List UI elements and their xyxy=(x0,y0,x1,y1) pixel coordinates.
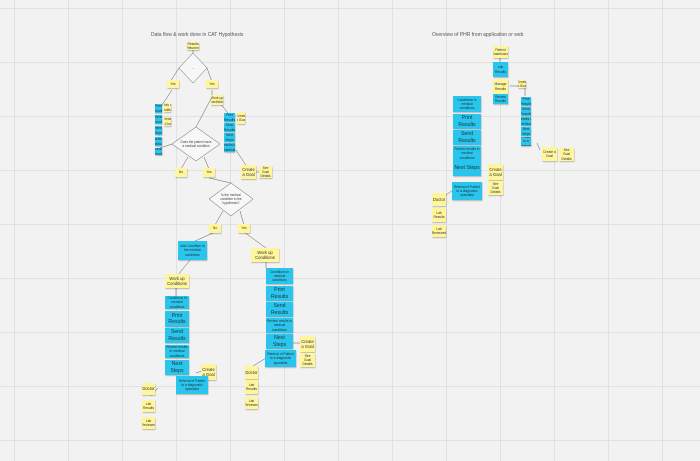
create-goal-note-1[interactable]: Create a Goal xyxy=(241,165,256,179)
phr-send-results-note[interactable]: Send Results xyxy=(453,130,481,145)
right-review-note[interactable]: Review results in medical conditions xyxy=(266,318,293,333)
phr-reviewed-note[interactable]: Lab Reviewed xyxy=(432,225,446,237)
right-flow-title: Overview of PHR from application or web xyxy=(432,32,524,38)
right-reviewed-note[interactable]: Lab Reviewed xyxy=(245,397,258,409)
left-small-blue-2[interactable]: Send Results xyxy=(155,115,162,124)
right-small-blue-3[interactable]: Next Steps xyxy=(224,133,235,142)
left-lab-results-note[interactable]: Lab Results xyxy=(142,400,155,412)
right-print-results-note[interactable]: Print Results xyxy=(266,286,293,301)
decision-diamond-2 xyxy=(171,126,221,162)
phr-review-results-note[interactable]: Review Results xyxy=(493,94,508,104)
phr-col-blue-2[interactable]: Send Results xyxy=(521,107,531,116)
left-print-results-note[interactable]: Print Results xyxy=(165,311,189,327)
right-referral-note[interactable]: Referral of Patient to a diagnostic spec… xyxy=(265,350,296,367)
phr-create-goal-note[interactable]: Create a Goal xyxy=(488,164,503,180)
decision-2-text: Does the patient have a medical conditio… xyxy=(180,140,212,148)
phr-lab-results-note[interactable]: Lab Results xyxy=(432,208,446,222)
left-small-note-1[interactable]: Work up Conditions xyxy=(164,103,171,112)
no-1-note[interactable]: Yes xyxy=(167,80,179,88)
phr-col-blue-4[interactable]: Next Steps xyxy=(521,127,531,136)
phr-side-see-goal[interactable]: See Goal Details xyxy=(559,148,574,161)
right-lab-results-note[interactable]: Lab Results xyxy=(245,380,258,394)
phr-top-note-2[interactable]: Lab Results xyxy=(493,62,508,77)
left-flow-title: Data flow & work done in CAT Hypothesis xyxy=(151,32,244,38)
decision-1-text: ... xyxy=(191,66,195,70)
right-send-results-note[interactable]: Send Results xyxy=(266,302,293,317)
phr-top-note-1[interactable]: Patient Dashboard xyxy=(493,46,508,58)
right-small-blue-1[interactable]: Print Results xyxy=(224,113,235,122)
see-goal-note-1[interactable]: See Goal Details xyxy=(259,166,272,178)
left-small-blue-4[interactable]: Review results in medical conditions xyxy=(155,137,162,146)
right-small-note-1[interactable]: Work up Conditions xyxy=(211,95,223,105)
phr-col-blue-3[interactable]: Review results in medical conditions xyxy=(521,117,531,126)
decision-diamond-1 xyxy=(178,52,208,84)
right-small-blue-4[interactable]: Review results in medical conditions xyxy=(224,143,235,152)
right-see-goal-note[interactable]: See Goal Details xyxy=(300,353,315,367)
yes-2-note[interactable]: Yes xyxy=(203,168,215,177)
left-small-blue-3[interactable]: Next Steps xyxy=(155,126,162,135)
phr-doctor-note[interactable]: Doctor xyxy=(432,193,446,206)
phr-side-create-goal[interactable]: Create a Goal xyxy=(542,147,557,161)
right-conditions-note[interactable]: Conditions in medical conditions xyxy=(266,268,293,284)
phr-referral-note[interactable]: Referral of Patient to a diagnostic spec… xyxy=(452,182,482,200)
phr-next-steps-note[interactable]: Next Steps xyxy=(453,161,481,176)
yes-1-note[interactable]: Yes xyxy=(206,80,218,88)
phr-manage-note[interactable]: Manage Results xyxy=(493,79,508,94)
right-create-goal-note[interactable]: Create a Goal xyxy=(300,336,315,352)
add-condition-note[interactable]: Add Condition to the medical conditions xyxy=(178,241,207,260)
left-reviewed-note[interactable]: Lab Reviewed xyxy=(142,417,155,429)
work-up-note-right[interactable]: Work up Conditions xyxy=(251,248,279,262)
phr-side-yellow[interactable]: Create a Goal xyxy=(518,80,526,88)
phr-col-blue-1[interactable]: Print Results xyxy=(521,97,531,106)
right-small-blue-2[interactable]: Send Results xyxy=(224,123,235,132)
phr-print-results-note[interactable]: Print Results xyxy=(453,114,481,129)
left-doctor-note[interactable]: Doctor xyxy=(142,383,155,395)
right-small-note-2[interactable]: Create a Goal xyxy=(237,112,245,124)
left-send-results-note[interactable]: Send Results xyxy=(165,328,189,343)
no-3-note[interactable]: No xyxy=(209,224,221,233)
left-small-blue-5[interactable]: Send Results xyxy=(155,148,162,155)
left-review-note[interactable]: Review results in medical conditions xyxy=(165,345,189,358)
left-referral-note[interactable]: Referral of Patient to a diagnostic spec… xyxy=(176,376,208,394)
left-conditions-note[interactable]: Conditions in medical conditions xyxy=(165,296,189,309)
no-2-note[interactable]: No xyxy=(175,168,187,177)
phr-review-cond-note[interactable]: Review results in medical conditions xyxy=(453,146,481,161)
left-next-steps-note[interactable]: Next Steps xyxy=(165,360,189,375)
decision-3-text: Is the medical condition in the hypothes… xyxy=(220,193,242,205)
phr-col-blue-5[interactable]: Referral of Patient to a diagnostic spec… xyxy=(521,137,531,146)
phr-see-goal-note[interactable]: See Goal Details xyxy=(488,181,503,195)
start-note[interactable]: Results Returned xyxy=(187,42,199,50)
phr-conditions-note[interactable]: Conditions in medical conditions xyxy=(453,96,481,112)
right-next-steps-note[interactable]: Next Steps xyxy=(266,334,293,349)
right-doctor-note[interactable]: Doctor xyxy=(245,366,258,379)
decision-diamond-3 xyxy=(208,182,254,217)
left-small-note-2[interactable]: Create a Goal xyxy=(164,117,171,126)
left-small-blue-1[interactable]: Print Results xyxy=(155,104,162,113)
yes-3-note[interactable]: Yes xyxy=(238,224,250,233)
work-up-note-left[interactable]: Work up Conditions xyxy=(165,274,189,288)
